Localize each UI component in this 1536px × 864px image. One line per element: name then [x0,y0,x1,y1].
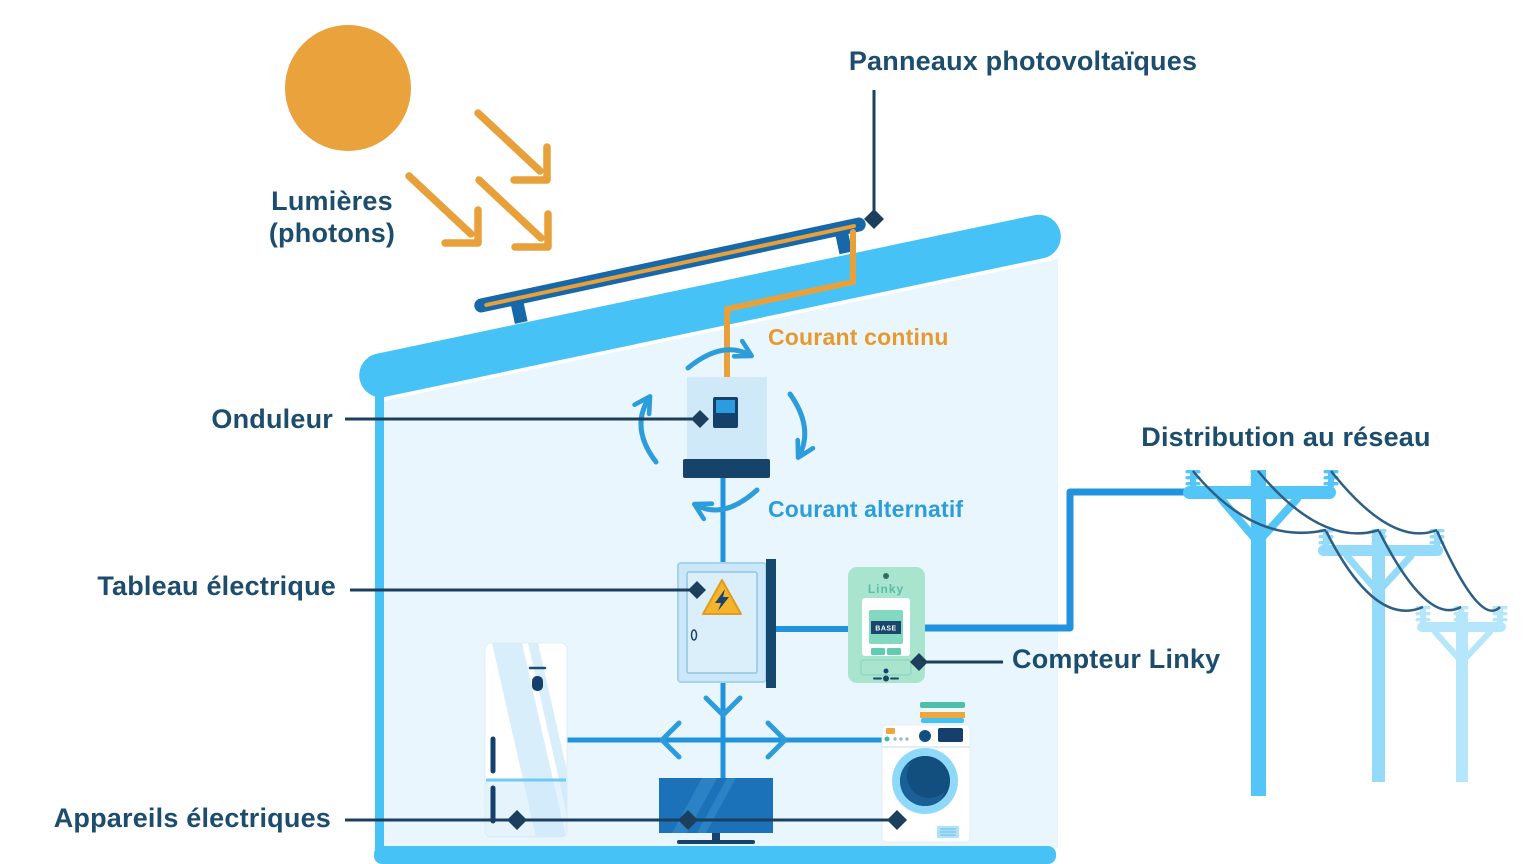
photon-arrows-icon [405,109,552,251]
label-meter: Compteur Linky [1012,644,1221,674]
diamond-marker [864,209,884,229]
label-light-line2: (photons) [268,217,396,248]
power-pole-1 [1183,470,1339,796]
fridge-icon [484,642,568,838]
linky-meter-icon: Linky BASE [848,567,925,683]
diamond-marker [507,810,527,830]
diamond-marker [691,410,709,428]
house-left-wall [375,391,384,853]
meter-display: BASE [875,626,896,633]
electrical-panel-icon [677,559,776,688]
power-pole-2 [1318,529,1445,782]
label-appliances: Appareils électriques [53,803,331,833]
label-dc-current: Courant continu [768,324,949,350]
diamond-marker [678,810,698,830]
washing-machine-icon [881,702,971,843]
label-panels: Panneaux photovoltaïques [848,46,1198,76]
diamond-marker [688,581,706,599]
towels-icon [920,702,965,723]
diamond-marker [887,810,907,830]
photon-arrow [475,176,552,251]
power-wires [1192,470,1501,612]
diamond-marker [910,653,928,671]
leader-lines [345,90,1003,830]
photon-arrow [474,109,551,184]
label-inverter: Onduleur [211,404,333,434]
solar-panel-icon [474,217,866,324]
arrow-down-icon [703,695,743,718]
label-electrical-panel: Tableau électrique [97,571,336,601]
label-ac-current: Courant alternatif [768,496,964,522]
label-light-line1: Lumières [271,186,393,216]
photon-arrow [405,172,482,247]
house-floor [374,846,1056,864]
dc-wire [724,229,856,383]
conversion-arrows-icon [632,338,816,522]
label-grid: Distribution au réseau [1141,422,1431,452]
arrow-right-icon [765,720,788,760]
label-light: Lumières(photons) [269,186,395,250]
inverter-icon [683,377,770,478]
tv-icon [659,778,773,844]
sun-icon [285,25,411,151]
line-meter-to-grid [921,488,1190,632]
appliance-arrows [659,695,788,760]
power-poles-icon [1183,470,1508,796]
power-pole-3 [1415,606,1508,782]
house-roof [359,214,1061,398]
arrow-left-icon [659,720,682,760]
ac-lines [562,475,1190,781]
linky-brand: Linky [868,582,904,596]
